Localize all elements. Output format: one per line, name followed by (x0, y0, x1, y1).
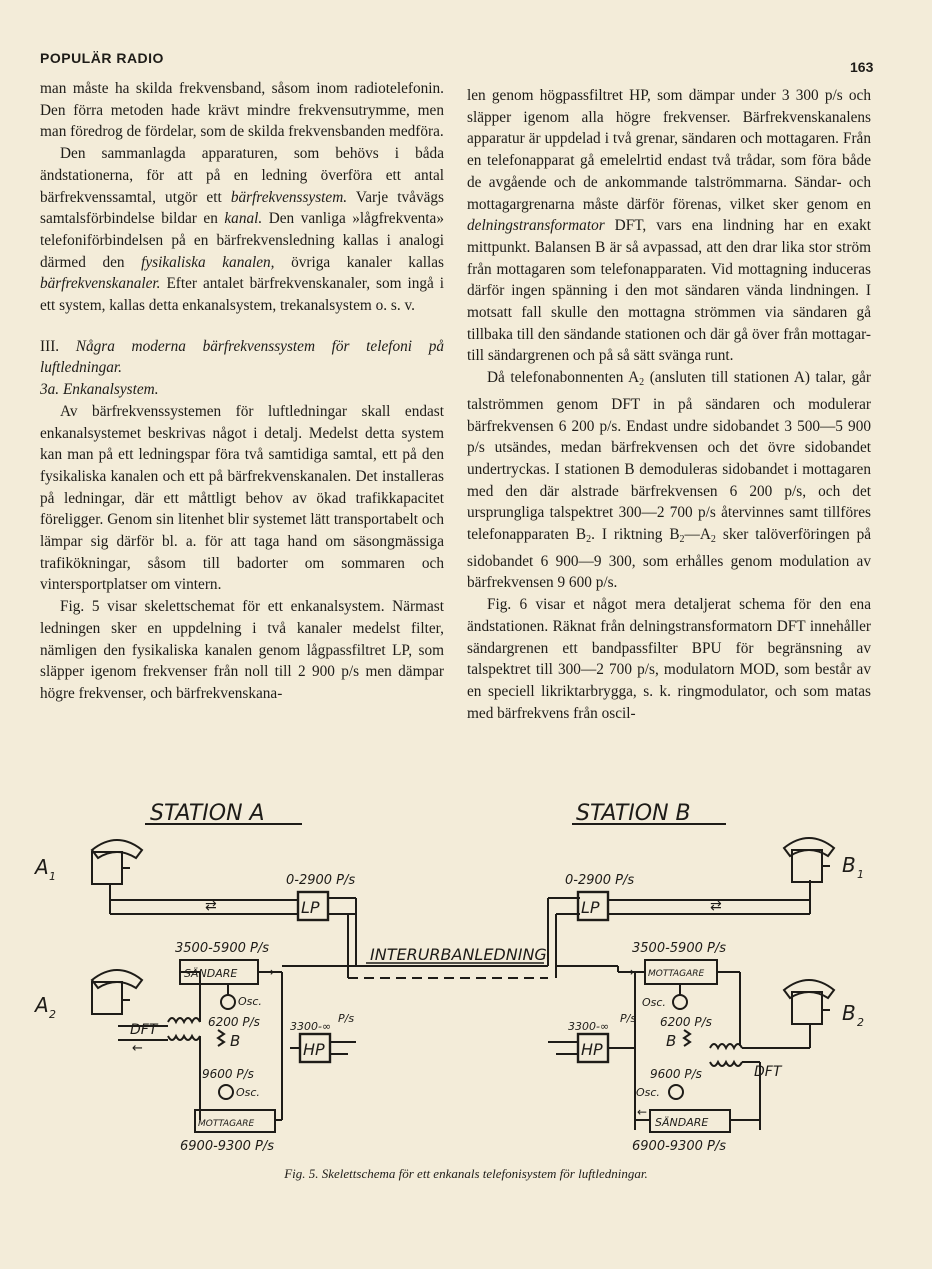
paragraph: man måste ha skilda frekvensband, såsom … (40, 80, 444, 141)
svg-text:→: → (264, 965, 274, 979)
svg-text:HP: HP (581, 1040, 603, 1059)
lp-label: LP (301, 898, 320, 917)
label-a2: A (33, 993, 49, 1017)
oscillator-b-icon (672, 994, 688, 1010)
svg-text:P/s: P/s (620, 1012, 636, 1025)
svg-text:SÄNDARE: SÄNDARE (655, 1116, 708, 1129)
oscillator-a-icon (220, 994, 236, 1010)
subsection-heading: 3a. Enkanalsystem. (40, 381, 159, 399)
svg-text:DFT: DFT (754, 1064, 783, 1080)
lp-filter (296, 890, 330, 922)
svg-text:P/s: P/s (338, 1012, 354, 1025)
label-b1: B (842, 853, 856, 877)
svg-text:6200 P/s: 6200 P/s (660, 1015, 712, 1029)
svg-text:B: B (230, 1032, 240, 1050)
svg-text:1: 1 (49, 870, 56, 883)
schematic-figure: STATION A STATION B A 1 A 2 ⇄ LP 0-2900 … (33, 801, 864, 1154)
oscillator-b2-icon (668, 1084, 684, 1100)
lp-filter-b (576, 890, 610, 922)
lp-frequency: 0-2900 P/s (286, 873, 355, 888)
sender-a-frequency: 3500-5900 P/s (175, 941, 269, 956)
paragraph: Fig. 5 visar skelettschemat för ett enka… (40, 598, 444, 702)
figure-caption: Fig. 5. Skelettschema för ett enkanals t… (284, 1166, 648, 1181)
right-column: len genom högpassfiltret HP, som dämpar … (467, 85, 871, 724)
svg-text:3300-∞: 3300-∞ (568, 1020, 609, 1033)
telephone-a2-icon (90, 969, 144, 1015)
svg-text:0-2900 P/s: 0-2900 P/s (565, 873, 634, 888)
svg-text:9600 P/s: 9600 P/s (650, 1067, 702, 1081)
svg-text:←: ← (132, 1041, 143, 1056)
svg-text:HP: HP (303, 1040, 325, 1059)
svg-text:2: 2 (857, 1016, 864, 1029)
svg-text:MOTTAGARE: MOTTAGARE (648, 969, 705, 979)
svg-text:6900-9300 P/s: 6900-9300 P/s (632, 1139, 726, 1154)
svg-text:9600 P/s: 9600 P/s (202, 1067, 254, 1081)
svg-text:6200 P/s: 6200 P/s (208, 1015, 260, 1029)
receiver-a-frequency: 6900-9300 P/s (180, 1139, 274, 1154)
dft-b-coil (709, 1043, 743, 1051)
label-b2: B (842, 1001, 856, 1025)
svg-text:B: B (666, 1032, 676, 1050)
section-heading: III. Några moderna bärfrekvenssystem för… (40, 337, 444, 377)
station-b-title: STATION B (576, 801, 691, 826)
paragraph: Den sammanlagda apparaturen, som behövs … (40, 145, 444, 315)
telephone-a1-icon (90, 839, 144, 885)
paragraph: Fig. 6 visar et något mera detaljerat sc… (467, 596, 871, 722)
telephone-b2-icon (782, 979, 836, 1025)
oscillator-a2-icon (218, 1084, 234, 1100)
paragraph: Av bärfrekvenssystemen för luftledningar… (40, 402, 444, 594)
svg-text:MOTTAGARE: MOTTAGARE (198, 1119, 255, 1129)
interurban-label: INTERURBANLEDNING (370, 945, 547, 964)
dft-a-coil (167, 1017, 201, 1025)
hp-a-frequency: 3300-∞ (290, 1020, 331, 1033)
svg-text:Osc.: Osc. (636, 1086, 660, 1099)
running-head: POPULÄR RADIO (40, 50, 164, 66)
svg-text:←: ← (637, 1105, 647, 1119)
svg-text:Osc.: Osc. (238, 995, 262, 1008)
svg-text:1: 1 (857, 868, 864, 881)
svg-text:⇄: ⇄ (205, 898, 217, 914)
paragraph: Då telefonabonnenten A2 (ansluten till s… (467, 369, 872, 592)
svg-text:SÄNDARE: SÄNDARE (184, 967, 237, 980)
balance-a-icon (216, 1029, 226, 1047)
svg-text:3500-5900 P/s: 3500-5900 P/s (632, 941, 726, 956)
balance-b-icon (682, 1029, 692, 1047)
svg-text:2: 2 (49, 1008, 56, 1021)
station-a-title: STATION A (150, 801, 265, 826)
telephone-b1-icon (782, 837, 836, 883)
left-column: man måste ha skilda frekvensband, såsom … (40, 78, 444, 705)
page-number: 163 (850, 59, 874, 75)
svg-text:DFT: DFT (130, 1022, 159, 1038)
svg-text:⇄: ⇄ (710, 898, 722, 914)
paragraph: len genom högpassfiltret HP, som dämpar … (467, 87, 871, 365)
label-a1: A (33, 855, 49, 879)
svg-text:Osc.: Osc. (236, 1086, 260, 1099)
svg-text:→: → (624, 965, 634, 979)
svg-text:LP: LP (581, 898, 600, 917)
svg-text:Osc.: Osc. (642, 996, 666, 1009)
